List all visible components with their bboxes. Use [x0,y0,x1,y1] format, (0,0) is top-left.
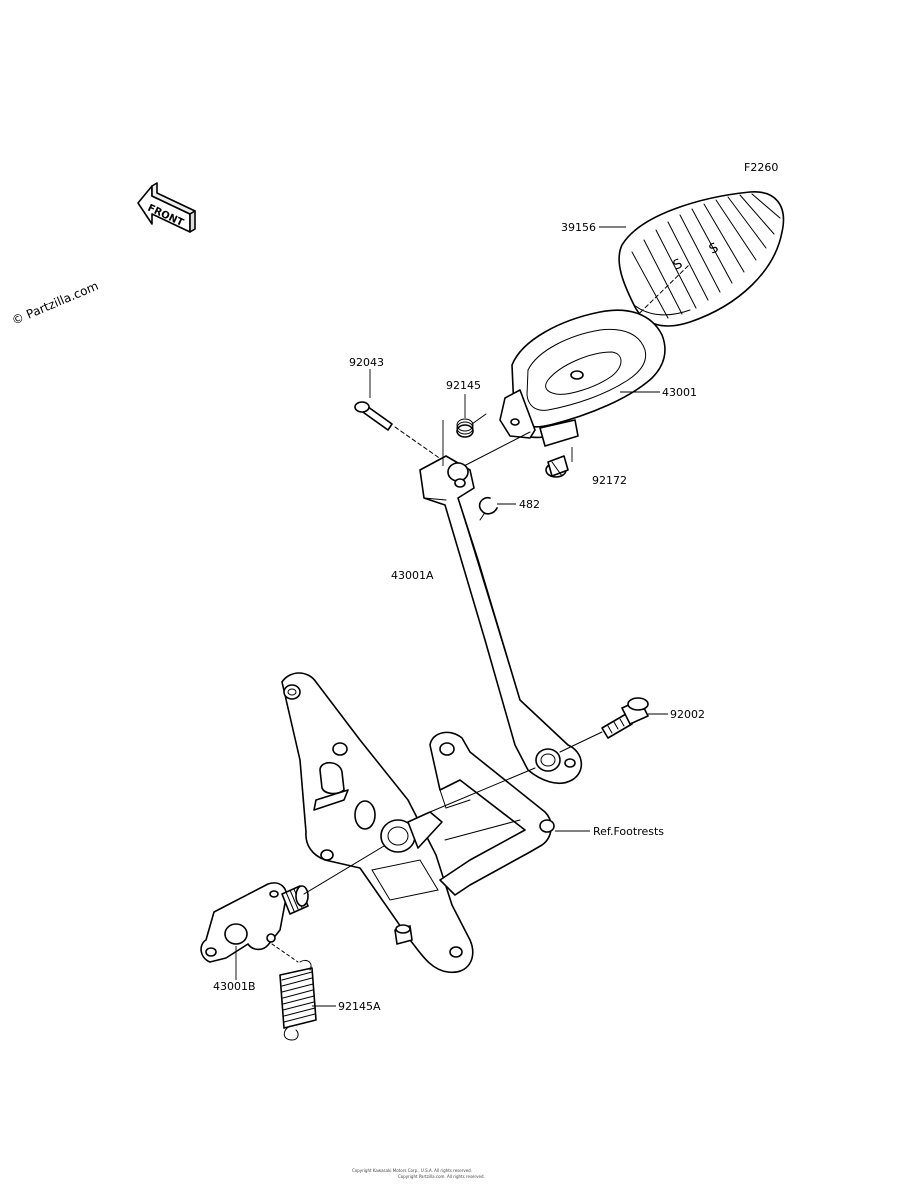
callout-92145a: 92145A [338,1000,381,1013]
footer-copyright-line2: Copyright Partzilla.com. All rights rese… [398,1174,485,1179]
diagram-code: F2260 [744,161,778,174]
partzilla-watermark: © Partzilla.com [10,279,101,328]
pin-92043 [354,401,393,431]
link-plate [200,882,309,963]
callout-92002: 92002 [670,708,705,721]
callout-482: 482 [519,498,540,511]
spring-92145 [456,413,487,438]
footrest-bracket [281,672,555,974]
callout-43001b: 43001B [213,980,256,993]
brake-pedal [499,309,666,447]
callout-ref-footrests: Ref.Footrests [593,825,664,838]
callout-92043: 92043 [349,356,384,369]
callout-39156: 39156 [561,221,596,234]
bolt-92002 [601,697,649,739]
callout-92145: 92145 [446,379,481,392]
pad-ribs [631,193,781,319]
callout-92172: 92172 [592,474,627,487]
pedal-lever-arm [419,455,583,785]
front-arrow-icon: FRONT [137,182,196,233]
bolt-92172 [545,455,569,478]
return-spring [271,943,317,1041]
callout-43001a: 43001A [391,569,434,582]
footer-copyright-line1: Copyright Kawasaki Motors Corp., U.S.A. … [352,1168,472,1173]
cotter-pin-482 [478,496,498,521]
pedal-rubber-pad: S S [618,191,785,327]
callout-43001: 43001 [662,386,697,399]
